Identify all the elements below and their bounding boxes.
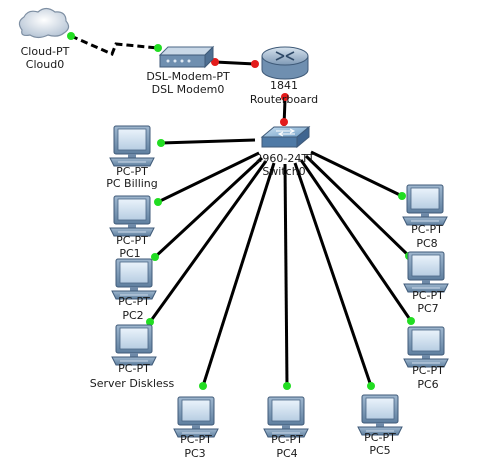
device-type-label: PC-PT (412, 289, 444, 302)
pc-icon (111, 324, 157, 366)
device-pc8[interactable]: PC-PT PC8 (402, 184, 448, 250)
device-type-label: PC-PT (118, 295, 150, 308)
device-name-label: PC4 (276, 447, 297, 460)
device-name-label: DSL Modem0 (152, 83, 225, 96)
device-dsl-modem0[interactable]: DSL-Modem-PT DSL Modem0 (146, 45, 230, 96)
cloud-icon (18, 7, 70, 39)
pc-icon (173, 396, 219, 438)
status-light-up (199, 382, 207, 390)
device-name-label: Cloud0 (26, 58, 64, 71)
pc-icon (357, 394, 403, 436)
device-type-label: PC-PT (412, 364, 444, 377)
pc-icon (109, 195, 155, 237)
device-name-label: PC8 (416, 237, 437, 250)
device-name-label: PC3 (184, 447, 205, 460)
device-name-label: PC5 (369, 444, 390, 457)
status-light-up (407, 317, 415, 325)
status-light-down (281, 93, 289, 101)
link-switch-pc4[interactable] (283, 163, 289, 387)
pc-icon (109, 125, 155, 167)
device-type-label: Cloud-PT (21, 45, 70, 58)
pc-icon (403, 326, 449, 368)
switch-icon (260, 125, 311, 149)
device-pc6[interactable]: PC-PT PC6 (403, 326, 449, 391)
device-type-label: 1841 (270, 79, 298, 92)
link-switch-server[interactable] (148, 160, 268, 323)
device-name-label: Routerboard (250, 93, 318, 106)
pc-icon (403, 251, 449, 293)
status-light-up (151, 253, 159, 261)
modem-icon (158, 45, 215, 69)
device-type-label: PC-PT (180, 433, 212, 446)
device-pc2[interactable]: PC-PT PC2 (111, 258, 157, 322)
device-name-label: PC7 (417, 302, 438, 315)
device-cloud0[interactable]: Cloud-PT Cloud0 (18, 7, 70, 72)
link-status-lights (67, 32, 415, 390)
status-light-up (154, 198, 162, 206)
link-switch-pc8[interactable] (310, 150, 403, 198)
pc-icon (263, 396, 309, 438)
device-router[interactable]: 1841 Routerboard (250, 46, 318, 106)
device-type-label: PC-PT (271, 433, 303, 446)
link-cloud-modem[interactable] (70, 34, 159, 56)
device-pc7[interactable]: PC-PT PC7 (403, 251, 449, 315)
device-server-diskless[interactable]: PC-PT Server Diskless (90, 324, 175, 390)
device-type-label: PC-PT (118, 362, 150, 375)
device-pc3[interactable]: PC-PT PC3 (173, 396, 219, 460)
link-switch-pc-billing[interactable] (160, 138, 256, 145)
link-switch-pc1[interactable] (157, 151, 260, 204)
status-light-down (280, 118, 288, 126)
device-type-label: DSL-Modem-PT (146, 70, 230, 83)
device-type-label: PC-PT (116, 165, 148, 178)
status-light-up (146, 318, 154, 326)
router-icon (261, 46, 309, 80)
link-switch-pc6[interactable] (299, 159, 413, 322)
device-type-label: PC-PT (411, 223, 443, 236)
status-light-down (211, 58, 219, 66)
status-light-up (154, 44, 162, 52)
device-type-label: 2960-24TT (255, 152, 314, 165)
status-light-up (67, 32, 75, 40)
status-light-up (398, 192, 406, 200)
device-name-label: Server Diskless (90, 377, 175, 390)
links (70, 34, 413, 387)
device-name-label: PC6 (417, 378, 438, 391)
device-pc5[interactable]: PC-PT PC5 (357, 394, 403, 457)
device-name-label: PC2 (122, 309, 143, 322)
link-modem-router[interactable] (214, 60, 256, 66)
device-type-label: PC-PT (364, 431, 396, 444)
device-pc1[interactable]: PC-PT PC1 (109, 195, 155, 260)
link-switch-pc7[interactable] (304, 154, 411, 258)
pc-icon (111, 258, 157, 300)
device-pc-billing[interactable]: PC-PT PC Billing (106, 125, 158, 190)
device-name-label: Switch0 (262, 165, 305, 178)
status-light-up (157, 139, 165, 147)
pc-icon (402, 184, 448, 226)
link-switch-pc3[interactable] (201, 162, 276, 387)
status-light-up (283, 382, 291, 390)
link-switch-pc2[interactable] (153, 156, 264, 259)
device-switch0[interactable]: 2960-24TT Switch0 (255, 125, 315, 178)
device-type-label: PC-PT (116, 234, 148, 247)
link-switch-pc5[interactable] (293, 162, 373, 387)
status-light-down (251, 60, 259, 68)
status-light-up (367, 382, 375, 390)
device-name-label: PC1 (119, 247, 140, 260)
device-pc4[interactable]: PC-PT PC4 (263, 396, 309, 460)
device-name-label: PC Billing (106, 177, 158, 190)
